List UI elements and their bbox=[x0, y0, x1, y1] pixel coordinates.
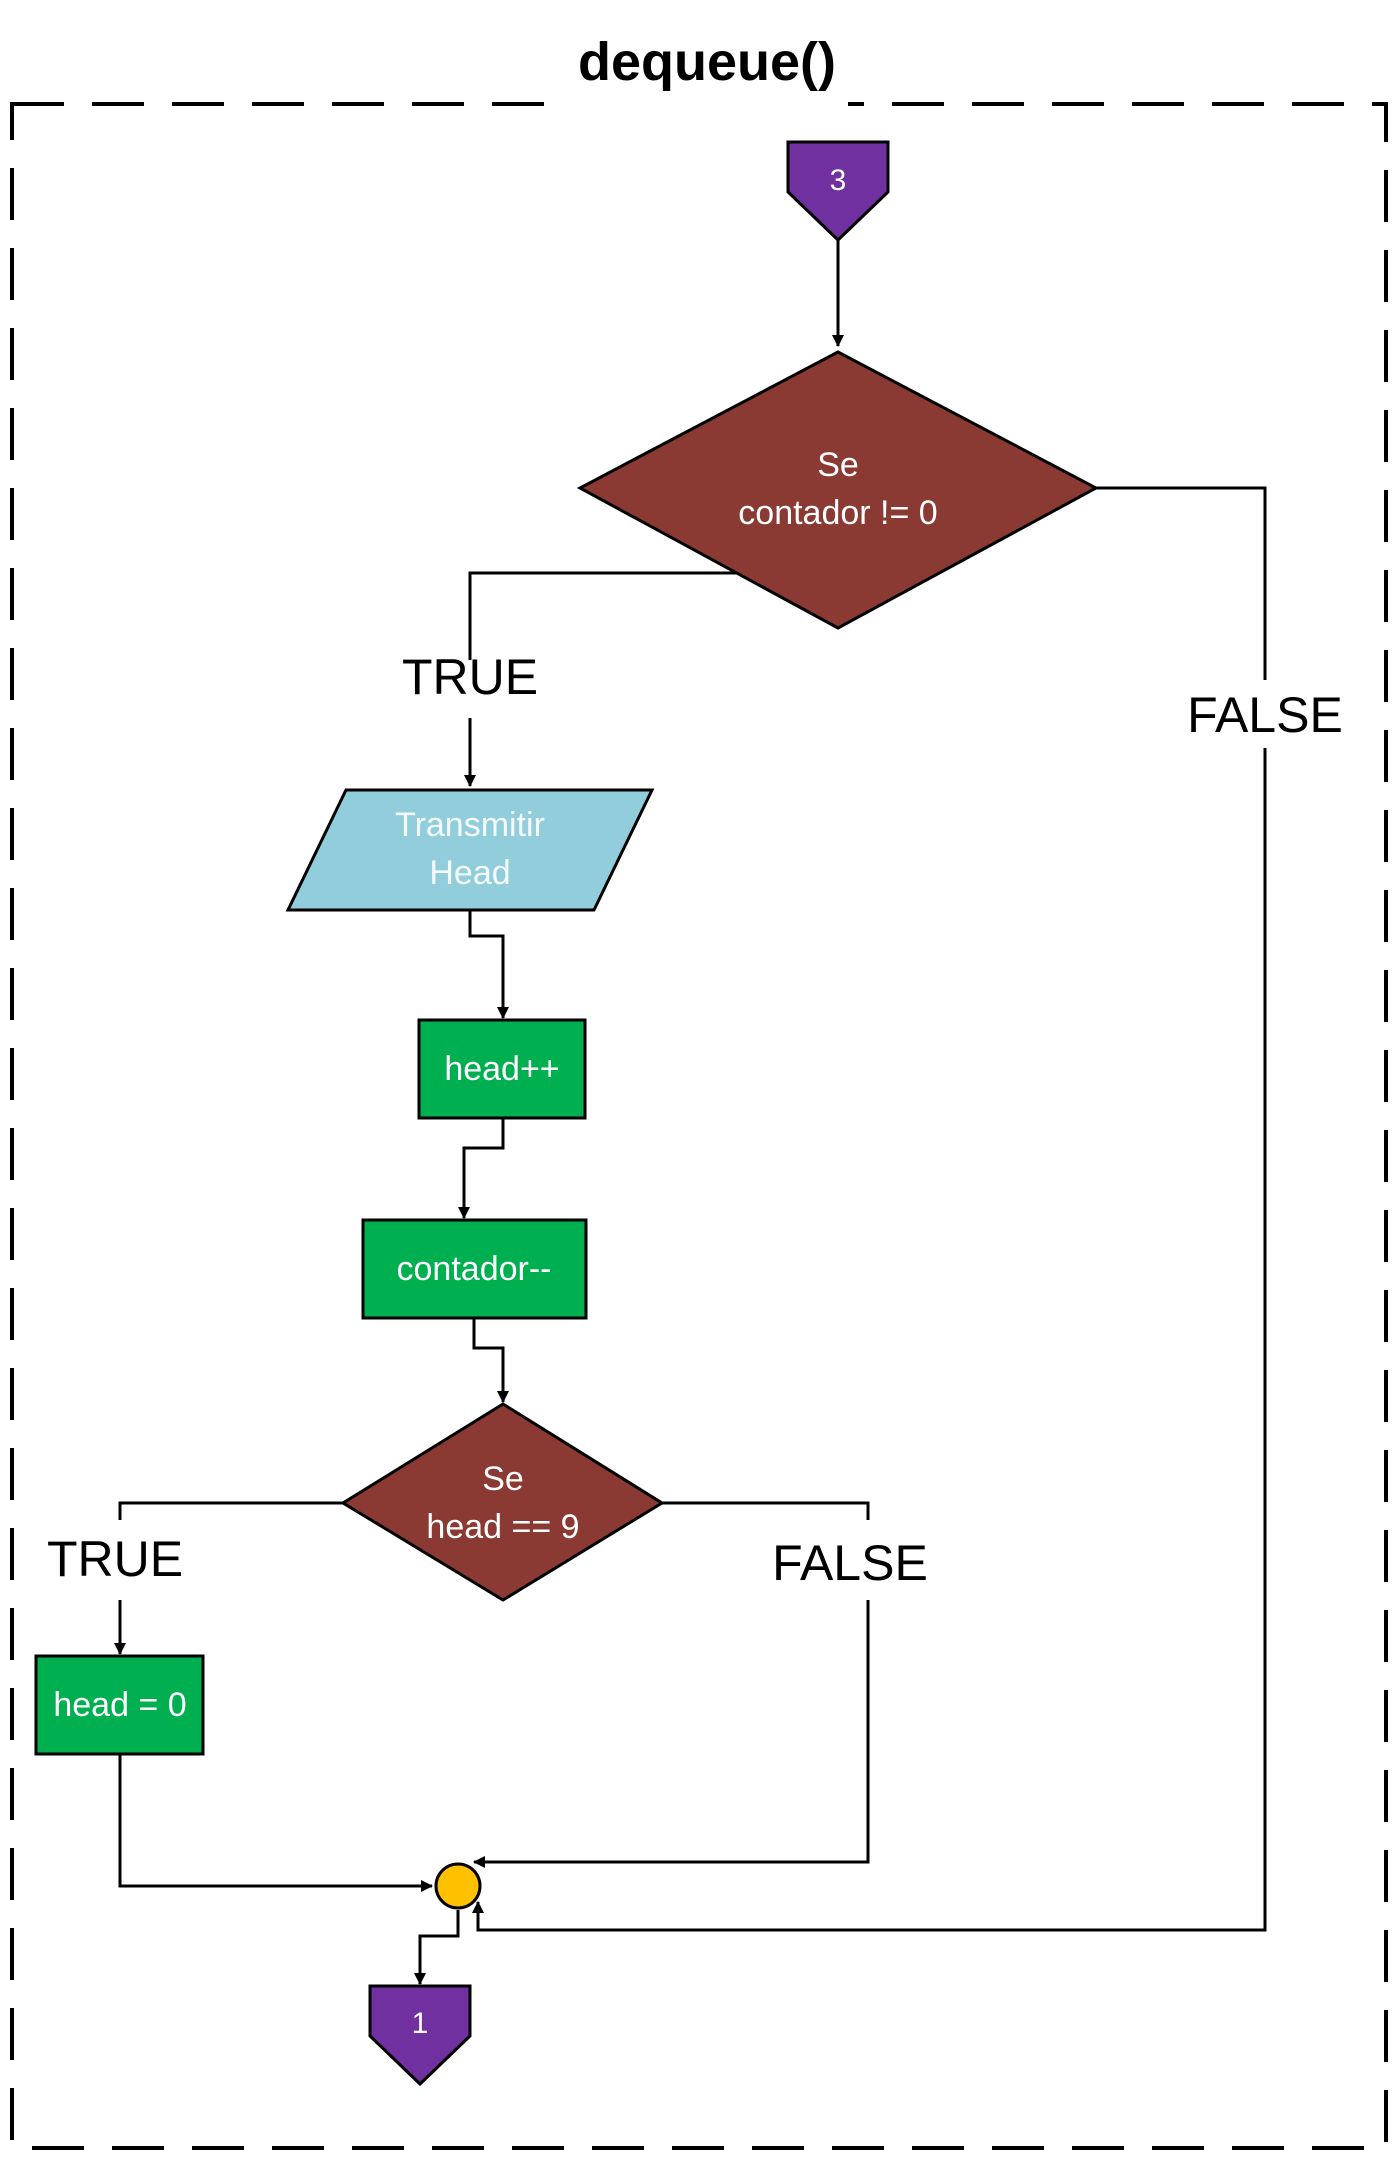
process-head-reset-label: head = 0 bbox=[53, 1686, 186, 1724]
decision-contador-line2: contador != 0 bbox=[738, 494, 937, 532]
edge-decision2-false bbox=[662, 1501, 870, 1520]
decision-contador-shape bbox=[576, 350, 1100, 630]
edge-junction-to-end bbox=[414, 1910, 460, 1985]
io-transmitir-head-shape bbox=[285, 788, 655, 912]
start-connector: 3 bbox=[786, 140, 890, 243]
flow-lines bbox=[114, 240, 1267, 1985]
decision-head-shape bbox=[340, 1402, 665, 1602]
decision-contador: Se contador != 0 bbox=[576, 350, 1100, 630]
title-backdrop bbox=[568, 90, 848, 120]
edge-decision1-true bbox=[468, 571, 736, 660]
end-connector-shape bbox=[368, 1984, 472, 2087]
process-head-increment-label: head++ bbox=[444, 1050, 559, 1088]
start-connector-label: 3 bbox=[830, 164, 847, 197]
process-head-increment-shape bbox=[417, 1018, 587, 1120]
edge-io-to-process1 bbox=[468, 910, 509, 1019]
io-line1: Transmitir bbox=[395, 806, 545, 844]
start-connector-shape bbox=[786, 140, 890, 243]
process-head-reset-shape bbox=[34, 1654, 205, 1756]
io-line2: Head bbox=[429, 854, 510, 892]
edge-decision2-true bbox=[118, 1501, 343, 1520]
edge-decision1-false-top bbox=[1096, 486, 1267, 680]
process-contador-decrement-label: contador-- bbox=[397, 1250, 552, 1288]
edge-process3-to-junction bbox=[118, 1754, 433, 1892]
edge-label-false-1: FALSE bbox=[1187, 687, 1343, 743]
dashed-frame bbox=[10, 102, 1388, 2150]
process-contador-decrement: contador-- bbox=[361, 1218, 588, 1320]
end-connector-label: 1 bbox=[412, 2007, 429, 2040]
edge-decision1-false-bottom bbox=[472, 748, 1267, 1932]
end-connector: 1 bbox=[368, 1984, 472, 2087]
process-head-increment: head++ bbox=[417, 1018, 587, 1120]
edge-process2-to-decision2 bbox=[472, 1318, 509, 1403]
io-transmitir-head: Transmitir Head bbox=[285, 788, 655, 912]
decision-head-line1: Se bbox=[482, 1460, 524, 1498]
decision-head-line2: head == 9 bbox=[426, 1508, 579, 1546]
edge-label-true-1: TRUE bbox=[402, 649, 538, 705]
edge-process1-to-process2 bbox=[458, 1118, 505, 1219]
edge-decision2-false-bottom bbox=[473, 1600, 870, 1868]
diagram-title: dequeue() bbox=[578, 32, 836, 92]
decision-contador-line1: Se bbox=[817, 446, 859, 484]
edge-label-false-2: FALSE bbox=[772, 1535, 928, 1591]
edge-label-true-2: TRUE bbox=[47, 1531, 183, 1587]
junction-circle bbox=[434, 1862, 482, 1910]
process-contador-decrement-shape bbox=[361, 1218, 588, 1320]
decision-head: Se head == 9 bbox=[340, 1402, 665, 1602]
process-head-reset: head = 0 bbox=[34, 1654, 205, 1756]
